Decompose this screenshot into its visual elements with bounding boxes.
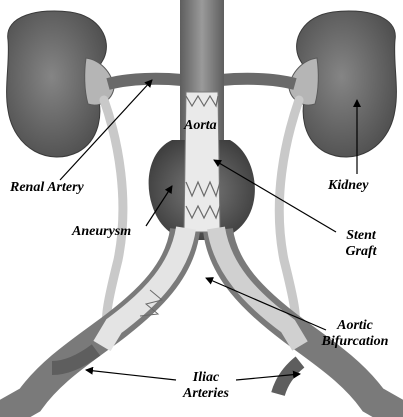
- right-internal-iliac: [278, 362, 300, 394]
- left-ureter: [104, 100, 123, 330]
- iliac-arteries-label: Iliac Arteries: [172, 370, 240, 402]
- aorta-label: Aorta: [184, 118, 217, 134]
- aortic-bifurcation-label-line2: Bifurcation: [308, 334, 402, 350]
- stent-graft-body: [184, 92, 220, 232]
- iliac-arteries-label-line1: Iliac: [172, 370, 240, 386]
- right-renal-artery-vessel: [221, 79, 295, 84]
- stent-graft-label: Stent Graft: [336, 228, 386, 260]
- left-iliac-artery: [0, 230, 185, 417]
- kidney-label: Kidney: [328, 178, 368, 194]
- iliac-arteries-label-line2: Arteries: [172, 386, 240, 402]
- stent-graft-label-line1: Stent: [336, 228, 386, 244]
- iliac-left-arrow: [86, 370, 176, 380]
- aneurysm-label: Aneurysm: [72, 224, 131, 240]
- right-ureter: [279, 100, 299, 330]
- stent-graft-label-line2: Graft: [336, 244, 386, 260]
- renal-artery-label: Renal Artery: [10, 180, 84, 196]
- aortic-bifurcation-label-line1: Aortic: [308, 318, 402, 334]
- aortic-bifurcation-label: Aortic Bifurcation: [308, 318, 402, 350]
- left-renal-artery-vessel: [108, 79, 182, 84]
